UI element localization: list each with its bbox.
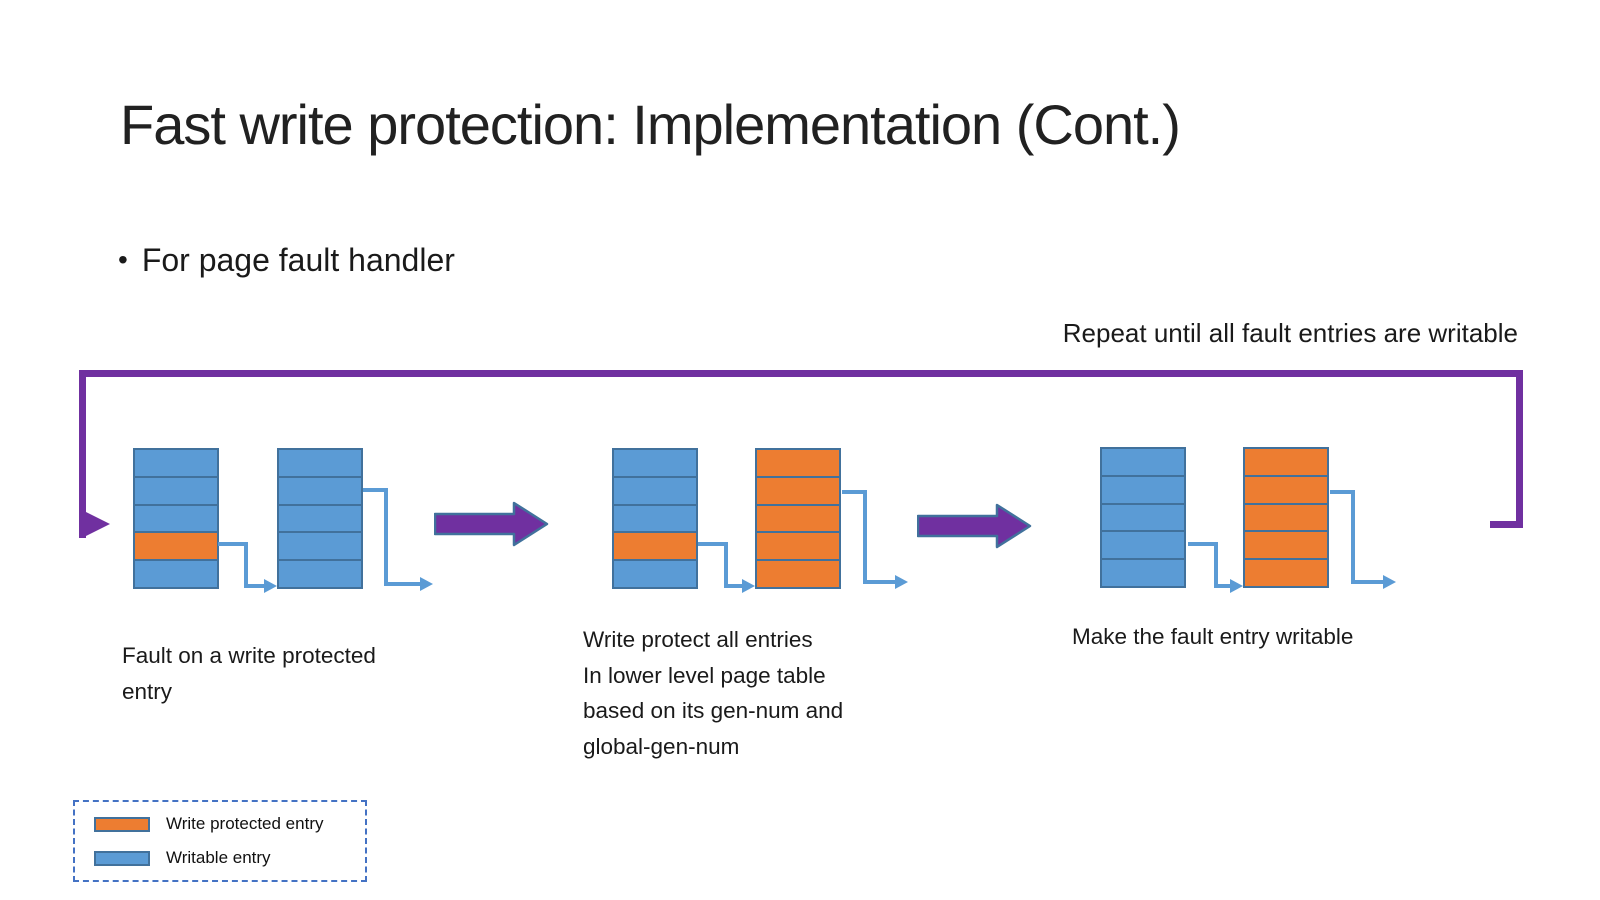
connector-segment: [244, 584, 266, 588]
page-table-entry-writable: [614, 559, 696, 587]
page-table-entry-writable: [614, 503, 696, 532]
page-table-entry-writable: [135, 559, 217, 587]
page-table-entry-writable: [1102, 558, 1184, 586]
page-table-entry-write-protected: [1245, 449, 1327, 475]
connector-arrowhead-icon: [264, 579, 277, 593]
page-table-entry-writable: [279, 559, 361, 587]
page-table-entry-writable: [279, 450, 361, 476]
connector-segment: [724, 542, 728, 588]
page-table-entry-write-protected: [757, 450, 839, 476]
legend-swatch-writable: [94, 850, 150, 866]
page-table-upper-step3: [1100, 447, 1186, 588]
connector-segment: [1330, 490, 1355, 494]
connector-segment: [363, 488, 388, 492]
connector-segment: [863, 580, 895, 584]
caption-step2: Write protect all entries In lower level…: [583, 627, 844, 759]
page-table-entry-write-protected: [1245, 558, 1327, 586]
legend-label-write-protected: Write protected entry: [166, 814, 324, 833]
page-table-entry-write-protected: [1245, 530, 1327, 559]
page-table-entry-writable: [1102, 449, 1184, 475]
page-table-entry-writable: [279, 531, 361, 560]
page-table-entry-write-protected: [135, 531, 217, 560]
connector-arrowhead-icon: [1383, 575, 1396, 589]
legend-label-writable: Writable entry: [166, 848, 271, 867]
page-table-entry-writable: [1102, 502, 1184, 531]
loop-line-top: [79, 370, 1523, 377]
loop-line-right: [1516, 370, 1523, 528]
slide-title: Fast write protection: Implementation (C…: [120, 93, 1181, 156]
page-table-entry-write-protected: [757, 475, 839, 504]
page-table-lower-step2: [755, 448, 841, 589]
connector-segment: [698, 542, 728, 546]
page-table-entry-writable: [279, 503, 361, 532]
legend-swatch-write-protected: [94, 816, 150, 832]
caption-step3: Make the fault entry writable: [1072, 624, 1354, 649]
page-table-entry-write-protected: [1245, 502, 1327, 531]
connector-segment: [1351, 490, 1355, 584]
connector-segment: [1351, 580, 1383, 584]
connector-arrowhead-icon: [420, 577, 433, 591]
connector-segment: [384, 582, 420, 586]
page-table-entry-write-protected: [757, 559, 839, 587]
loop-line-stub: [1490, 521, 1523, 528]
page-table-entry-writable: [1102, 530, 1184, 559]
bullet-text: For page fault handler: [141, 242, 455, 278]
page-table-entry-writable: [1102, 474, 1184, 503]
page-table-entry-writable: [135, 475, 217, 504]
page-table-entry-writable: [135, 450, 217, 476]
page-table-lower-step3: [1243, 447, 1329, 588]
bullet-glyph: •: [118, 244, 128, 275]
legend-item-write-protected: Write protected entry: [94, 814, 365, 834]
page-table-upper-step2: [612, 448, 698, 589]
loop-line-left: [79, 370, 86, 538]
page-table-entry-writable: [614, 475, 696, 504]
legend-box: Write protected entry Writable entry: [73, 800, 367, 882]
page-table-upper-step1: [133, 448, 219, 589]
connector-segment: [218, 542, 248, 546]
step-arrow-2-icon: [917, 503, 1032, 549]
connector-arrowhead-icon: [895, 575, 908, 589]
page-table-entry-write-protected: [614, 531, 696, 560]
connector-arrowhead-icon: [742, 579, 755, 593]
connector-segment: [863, 490, 867, 584]
connector-segment: [244, 542, 248, 588]
connector-segment: [1214, 584, 1232, 588]
connector-segment: [724, 584, 744, 588]
step-arrow-1-icon: [434, 501, 549, 547]
page-table-entry-writable: [614, 450, 696, 476]
page-table-entry-writable: [279, 475, 361, 504]
loop-label: Repeat until all fault entries are writa…: [1062, 318, 1518, 348]
connector-segment: [384, 488, 388, 586]
page-table-entry-write-protected: [757, 503, 839, 532]
page-table-lower-step1: [277, 448, 363, 589]
bullet-line: • For page fault handler: [118, 242, 455, 279]
connector-segment: [1214, 542, 1218, 588]
connector-arrowhead-icon: [1230, 579, 1243, 593]
caption-step1: Fault on a write protected entry: [122, 643, 376, 704]
page-table-entry-write-protected: [1245, 474, 1327, 503]
legend-item-writable: Writable entry: [94, 848, 365, 868]
page-table-entry-write-protected: [757, 531, 839, 560]
loop-arrowhead-icon: [86, 512, 110, 536]
connector-segment: [1188, 542, 1218, 546]
page-table-entry-writable: [135, 503, 217, 532]
connector-segment: [842, 490, 867, 494]
